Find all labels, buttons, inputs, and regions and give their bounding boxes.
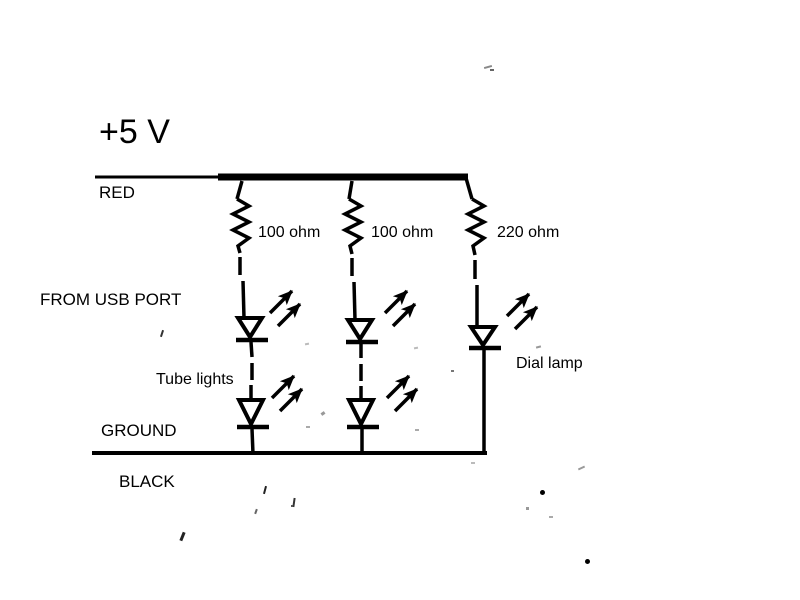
resistor-3-symbol [464,197,488,256]
branch-1-wire [250,428,255,455]
light-arrows-led-1a [268,289,302,328]
stray-mark [415,429,419,431]
branch-1-wire [241,280,246,319]
led-3-symbol [467,325,499,349]
resistor-2-value-label: 100 ohm [371,224,434,241]
tube-lights-label: Tube lights [156,371,234,388]
resistor-2-symbol [341,197,365,255]
branch-2-wire [352,281,357,321]
usb-source-label: FROM USB PORT [40,290,182,309]
branch-1 [229,180,269,455]
branch-3-lead-wire [464,177,474,200]
led-emission-arrows [268,289,539,413]
light-arrows-led-2b [385,374,419,413]
led-2b-symbol [345,398,377,429]
stray-mark [306,426,310,428]
stray-mark [490,69,494,71]
black-wire-label: BLACK [119,472,175,491]
stray-mark [526,507,529,510]
resistor-1-value-label: 100 ohm [258,224,321,241]
stray-mark [549,516,553,518]
branch-3 [464,177,501,455]
light-arrows-led-2a [383,289,417,328]
led-2a-symbol [344,318,376,343]
stray-mark [451,370,454,372]
resistor-1-symbol [229,197,253,254]
led-1a-symbol [234,316,266,341]
branch-1-lead-wire [235,180,244,200]
light-arrows-led-3 [505,292,539,331]
stray-mark [291,505,293,507]
supply-voltage-label: +5 V [99,113,170,151]
branch-2-lead-wire [347,180,354,200]
led-1b-symbol [235,398,267,429]
ground-label: GROUND [101,421,177,440]
stray-mark [471,462,475,464]
dial-lamp-label: Dial lamp [516,355,583,372]
resistor-3-value-label: 220 ohm [497,224,560,241]
light-arrows-led-1b [270,374,304,413]
branch-1-wire [249,341,254,358]
branch-2 [341,180,379,454]
stray-mark [585,559,590,564]
red-wire-label: RED [99,183,135,202]
stray-mark [540,490,545,495]
